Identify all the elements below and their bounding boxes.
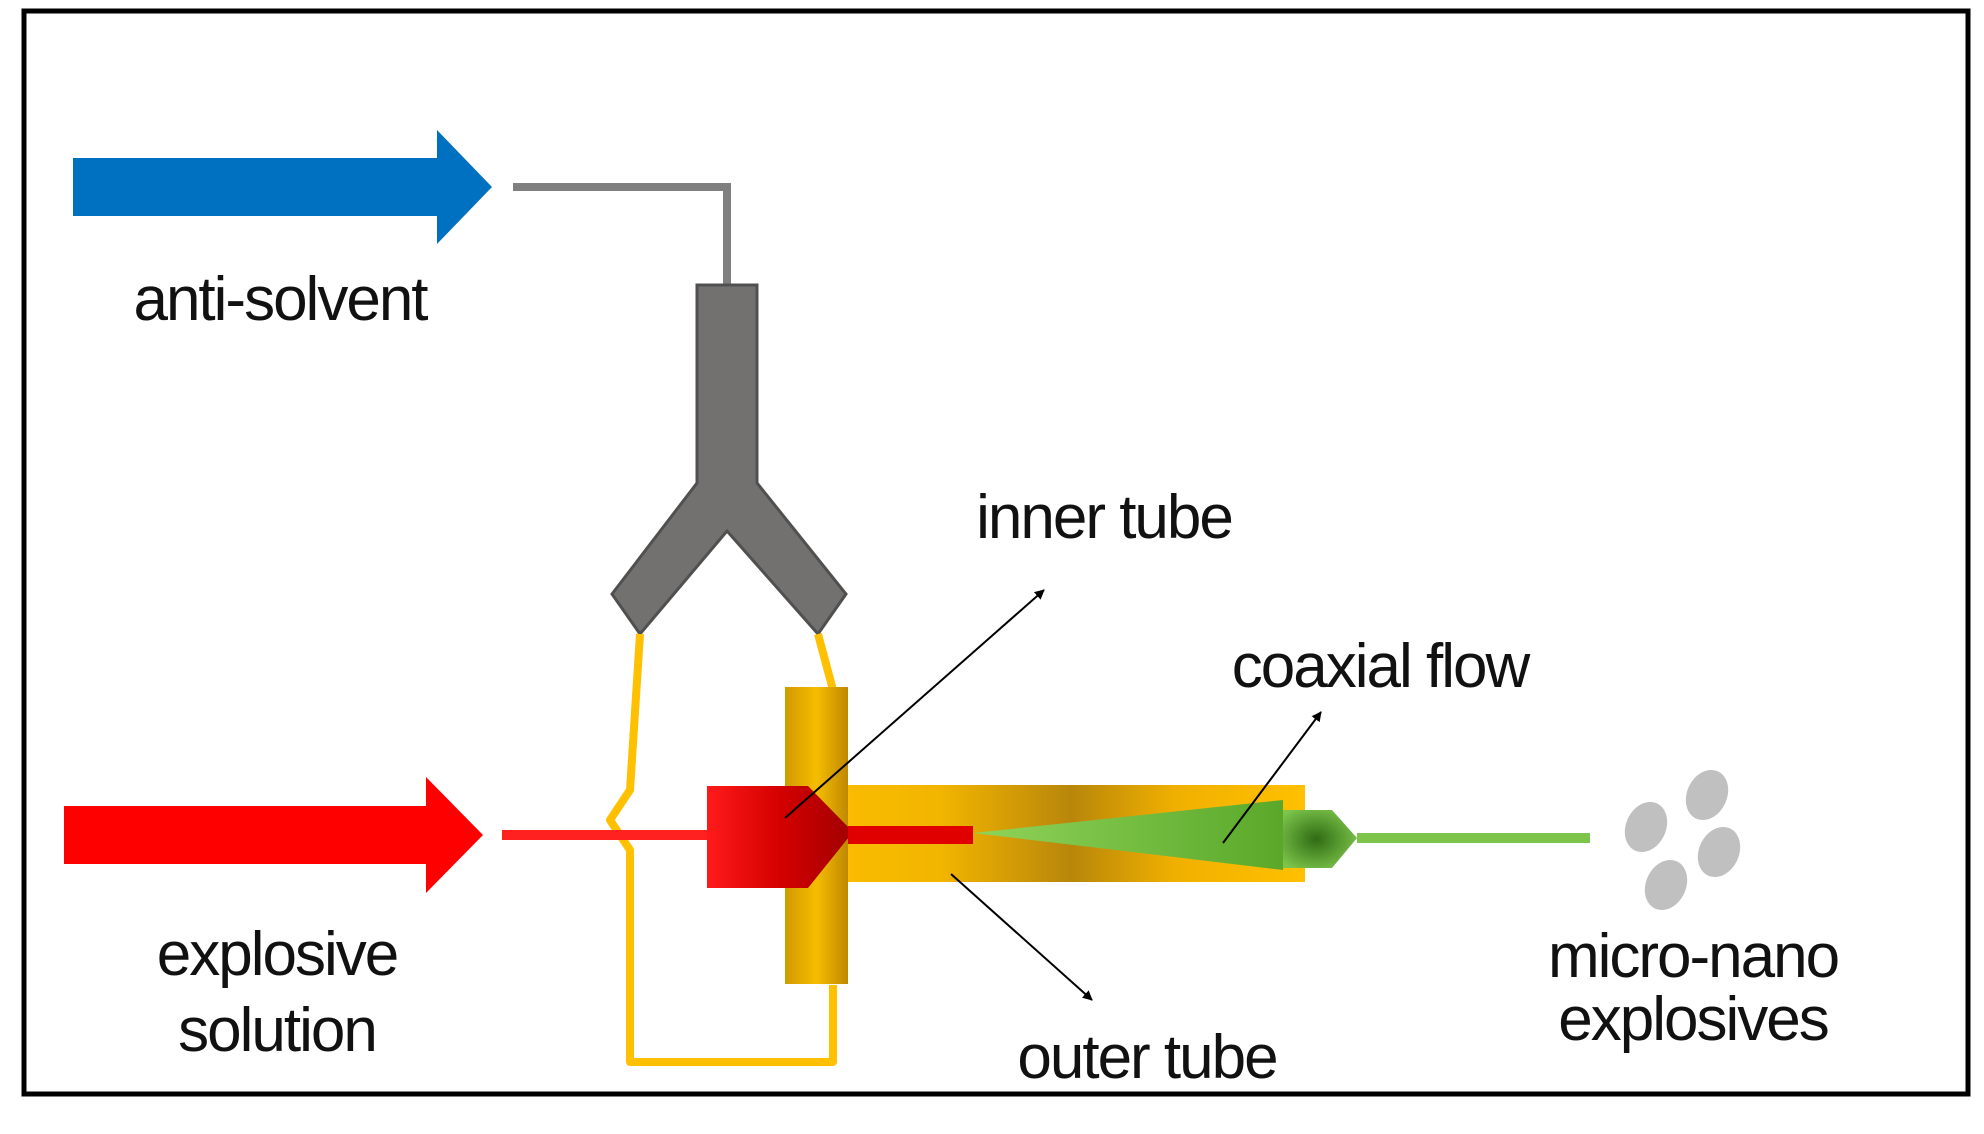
branch-line-right bbox=[814, 632, 837, 692]
label-explosive: explosive bbox=[157, 920, 397, 989]
particle bbox=[1624, 801, 1668, 853]
inner-tube-capillary bbox=[848, 826, 973, 844]
y-connector bbox=[610, 283, 848, 637]
coaxial-flow-pointer bbox=[1222, 711, 1322, 844]
branch-line-left bbox=[606, 633, 837, 1066]
label-micro-nano: micro-nano bbox=[1548, 922, 1838, 991]
label-inner-tube: inner tube bbox=[976, 483, 1232, 552]
anti-solvent-arrow bbox=[73, 130, 492, 244]
anti-solvent-line bbox=[513, 183, 731, 285]
label-anti-solvent: anti-solvent bbox=[133, 265, 428, 334]
label-coaxial-flow: coaxial flow bbox=[1232, 632, 1531, 701]
explosive-solution-arrow bbox=[64, 777, 483, 893]
particle bbox=[1644, 859, 1688, 911]
label-outer-tube: outer tube bbox=[1017, 1023, 1276, 1092]
label-solution: solution bbox=[178, 996, 376, 1065]
label-explosives: explosives bbox=[1558, 985, 1827, 1054]
particle bbox=[1685, 769, 1729, 821]
outlet-nozzle bbox=[1283, 810, 1357, 868]
outer-tube-pointer bbox=[950, 873, 1093, 1001]
inner-tube-pointer bbox=[784, 589, 1045, 819]
inner-tube bbox=[707, 786, 853, 888]
particle bbox=[1697, 826, 1741, 878]
micro-nano-particles bbox=[1624, 769, 1741, 911]
coaxial-flow-cone bbox=[973, 800, 1283, 870]
